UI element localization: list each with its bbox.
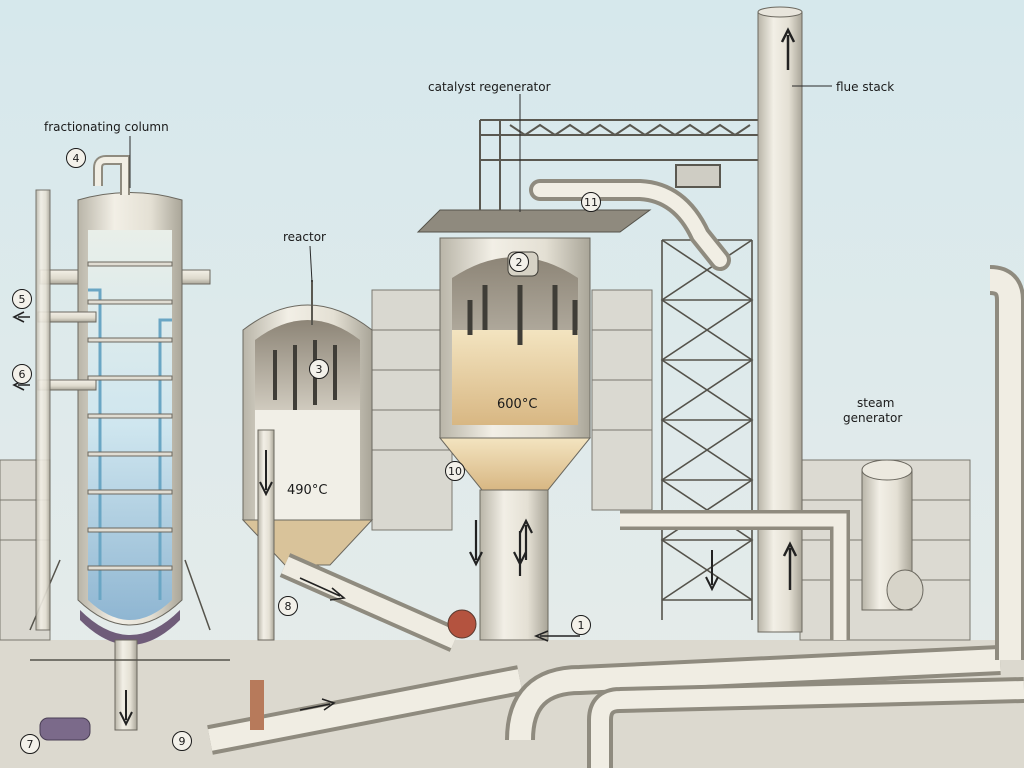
marker-1: 1 [571,615,591,635]
catalyst-regenerator-label: catalyst regenerator [428,80,551,94]
marker-9: 9 [172,731,192,751]
foreground-pipework [39,265,1024,768]
marker-2: 2 [509,252,529,272]
marker-5: 5 [12,289,32,309]
regenerator-temperature: 600°C [497,397,538,412]
marker-6: 6 [12,364,32,384]
scaffold-tower [660,239,754,620]
reactor-temperature: 490°C [287,483,328,498]
fractionating-column-vessel [29,192,230,731]
marker-10: 10 [445,461,465,481]
marker-11: 11 [581,192,601,212]
marker-7: 7 [20,734,40,754]
flue-stack [757,6,803,633]
catalyst-transfer-pipe [279,553,477,652]
steam-generator-label-line2: generator [843,411,903,425]
flue-stack-label: flue stack [836,80,895,94]
marker-3: 3 [309,359,329,379]
label-leader-lines [129,85,832,283]
reactor-vessel [241,280,374,641]
marker-4: 4 [66,148,86,168]
steam-generator-label-line1: steam [857,396,895,410]
reactor-label: reactor [283,230,326,244]
column-side-pipes [12,155,130,631]
steam-generator-unit [705,459,924,611]
fractionating-column-label: fractionating column [44,120,169,134]
marker-8: 8 [278,596,298,616]
